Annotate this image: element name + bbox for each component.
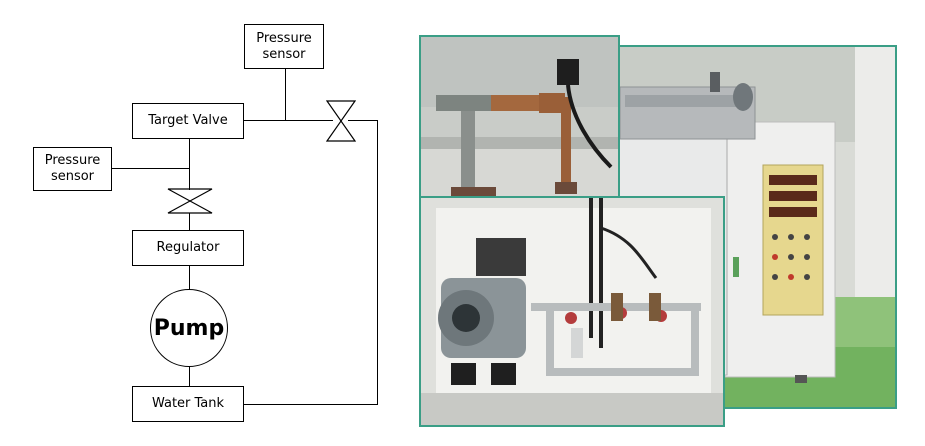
water-tank-box: Water Tank	[132, 386, 244, 422]
connector-line	[189, 265, 190, 290]
pipe-fitting-photo	[419, 35, 620, 200]
connector-line	[377, 120, 378, 405]
connector-line	[111, 168, 190, 169]
pump-circle: Pump	[150, 289, 228, 367]
pressure-sensor-left-box: Pressure sensor	[33, 147, 112, 191]
inline-valve-horizontal-icon	[326, 100, 356, 142]
pump-compartment-image	[421, 198, 723, 425]
connector-line	[285, 68, 286, 121]
connector-line	[189, 138, 190, 190]
pressure-sensor-top-box: Pressure sensor	[244, 24, 324, 69]
regulator-box: Regulator	[132, 230, 244, 266]
pump-compartment-photo	[419, 196, 725, 427]
connector-line	[243, 120, 333, 121]
inline-valve-vertical-icon	[167, 188, 213, 214]
connector-line	[189, 213, 190, 231]
connector-line	[243, 404, 378, 405]
connector-line	[348, 120, 377, 121]
target-valve-box: Target Valve	[132, 103, 244, 139]
connector-line	[189, 366, 190, 386]
pipe-fitting-image	[421, 37, 618, 198]
